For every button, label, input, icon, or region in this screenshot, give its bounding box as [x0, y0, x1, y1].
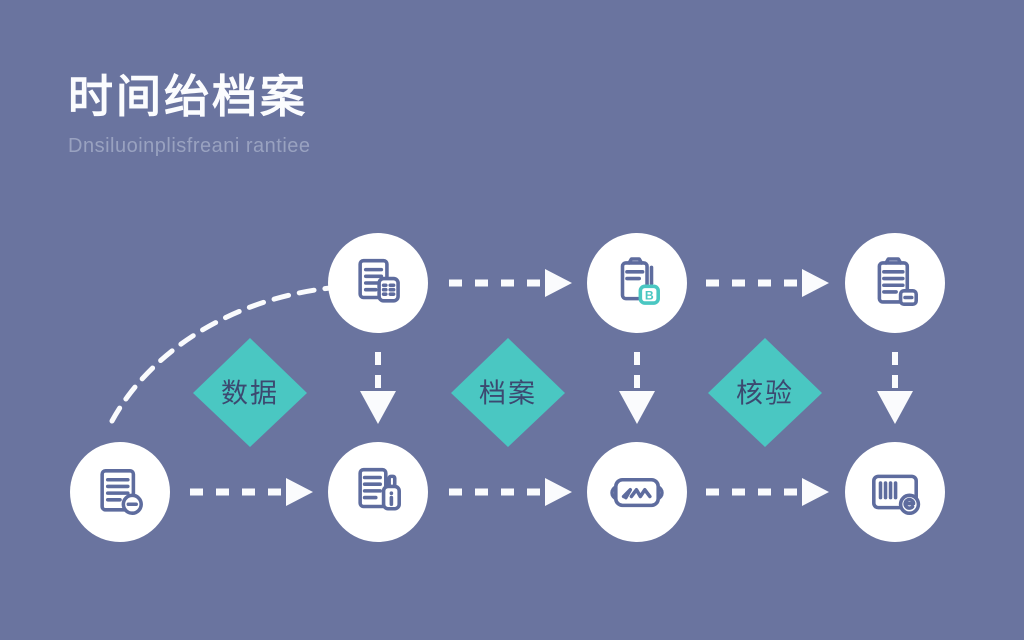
- flow-node-bottom-4: [845, 442, 945, 542]
- svg-text:B: B: [645, 288, 654, 302]
- diamond-verify: 核验: [708, 338, 822, 447]
- arrowhead-icon: [802, 478, 829, 506]
- dashed-arrow-down-1: [360, 352, 396, 424]
- kite-shape: [451, 338, 565, 447]
- flow-node-top-3: [845, 233, 945, 333]
- dashed-arrow-top-2: [706, 269, 829, 297]
- flow-node-top-2: B: [587, 233, 687, 333]
- signature-wave-icon: [610, 477, 664, 508]
- documents-report-icon: [358, 258, 400, 303]
- document-badge-icon: [100, 469, 143, 515]
- arrowhead-icon: [802, 269, 829, 297]
- page-title: 时间绐档案: [68, 71, 309, 122]
- arrowhead-icon: [545, 478, 572, 506]
- dashed-arrow-top-1: [449, 269, 572, 297]
- kite-shape: [193, 338, 307, 447]
- arrowhead-icon: [286, 478, 313, 506]
- clipboard-note-icon: [877, 257, 918, 306]
- flow-node-bottom-2: [328, 442, 428, 542]
- diamond-label: 数据: [221, 378, 279, 409]
- document-info-icon: [358, 467, 401, 511]
- diamond-archive: 档案: [451, 338, 565, 447]
- flow-node-bottom-1: [70, 442, 170, 542]
- diamond-label: 档案: [479, 378, 537, 409]
- dashed-arrow-bottom-2: [449, 478, 572, 506]
- flow-node-top-1: [328, 233, 428, 333]
- kite-shape: [708, 338, 822, 447]
- barcode-seal-icon: [872, 474, 921, 515]
- diamond-label: 核验: [736, 378, 794, 409]
- page-subtitle: Dnsiluoinplisfreani rantiee: [68, 135, 311, 157]
- arrowhead-icon: [360, 391, 396, 424]
- curved-dashed-connector: [109, 285, 333, 424]
- dashed-arrow-bottom-3: [706, 478, 829, 506]
- arrowhead-icon: [545, 269, 572, 297]
- dashed-arrow-down-3: [877, 352, 913, 424]
- clipboard-edit-icon: B: [620, 257, 660, 305]
- diamond-data: 数据: [193, 338, 307, 447]
- dashed-arrow-bottom-1: [190, 478, 313, 506]
- arrowhead-icon: [877, 391, 913, 424]
- dashed-arrow-down-2: [619, 352, 655, 424]
- flow-node-bottom-3: [587, 442, 687, 542]
- arrowhead-icon: [619, 391, 655, 424]
